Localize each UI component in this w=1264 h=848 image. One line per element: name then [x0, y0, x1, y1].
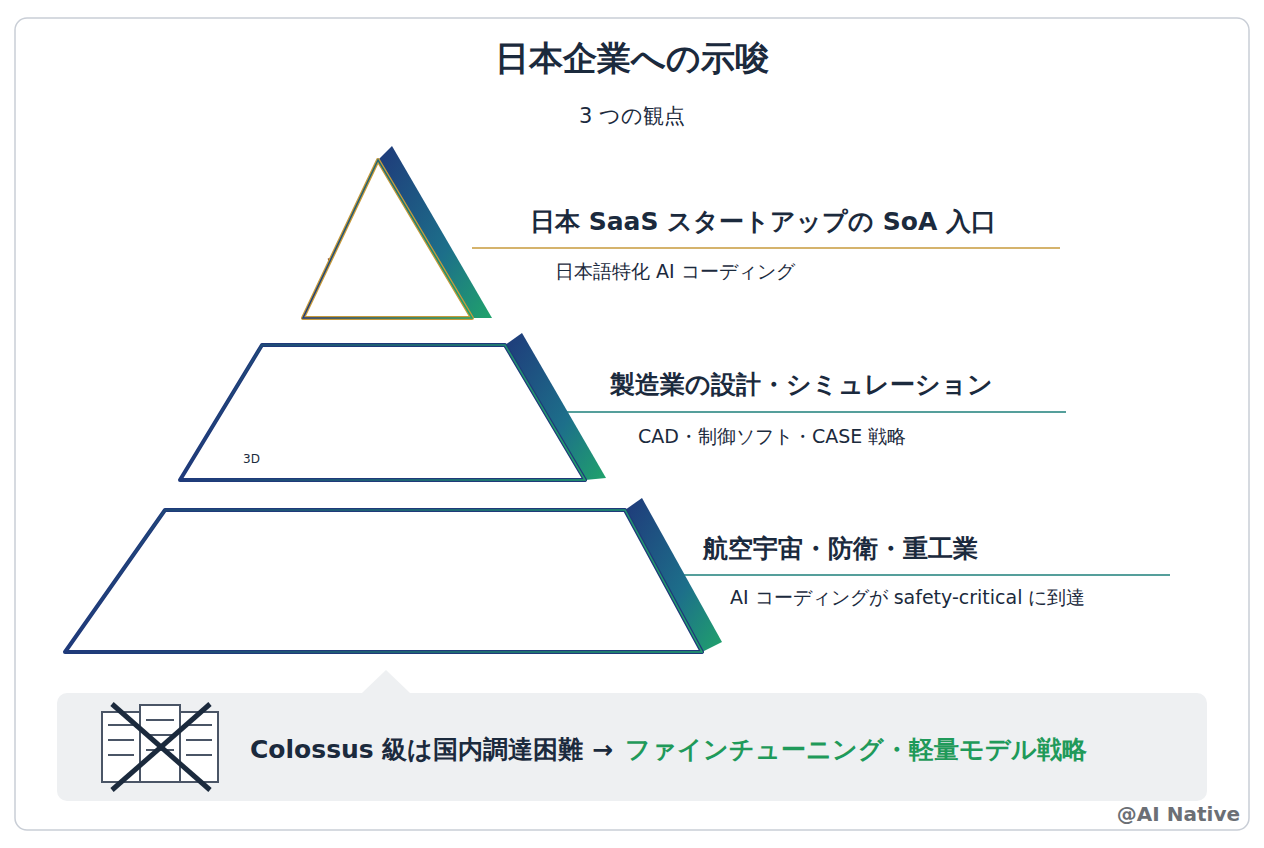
server-icon [102, 704, 218, 790]
frame [15, 18, 1249, 830]
leader-line [680, 574, 1170, 576]
tier-subtext: CAD・制御ソフト・CASE 戦略 [638, 424, 906, 450]
tier-subtext: 日本語特化 AI コーディング [555, 259, 795, 285]
tier-subtext: AI コーディングが safety-critical に到達 [730, 585, 1086, 611]
leader-line [472, 247, 1060, 249]
pyramid-tier: 日本 SaaS スタートアップの SoA 入口日本語特化 AI コーディング [280, 140, 1080, 325]
icon-label: 3D [243, 452, 260, 466]
tier-heading: 航空宇宙・防衛・重工業 [703, 532, 978, 565]
banner-panel [57, 670, 1207, 801]
tier-heading: 製造業の設計・シミュレーション [610, 368, 993, 401]
tier-outline [55, 495, 1205, 665]
title: 日本企業への示唆 [0, 36, 1264, 82]
tier-outline [170, 330, 1090, 490]
tier-heading: 日本 SaaS スタートアップの SoA 入口 [530, 205, 996, 238]
pyramid-tier: 航空宇宙・防衛・重工業 AI コーディングが safety-critical に到… [55, 495, 1205, 665]
pyramid-tier: 製造業の設計・シミュレーション CAD・制御ソフト・CASE 戦略 [170, 330, 1090, 490]
leader-line [562, 411, 1066, 413]
watermark: @AI Native [1117, 802, 1240, 826]
tier-subtext: ファインチューニング・軽量モデル戦略 [625, 733, 1087, 766]
subtitle: 3 つの観点 [579, 102, 685, 130]
banner-node: Colossus 級は国内調達困難 → ファインチューニング・軽量モデル戦略 [240, 725, 1200, 775]
tier-heading: Colossus 級は国内調達困難 → [250, 733, 613, 766]
